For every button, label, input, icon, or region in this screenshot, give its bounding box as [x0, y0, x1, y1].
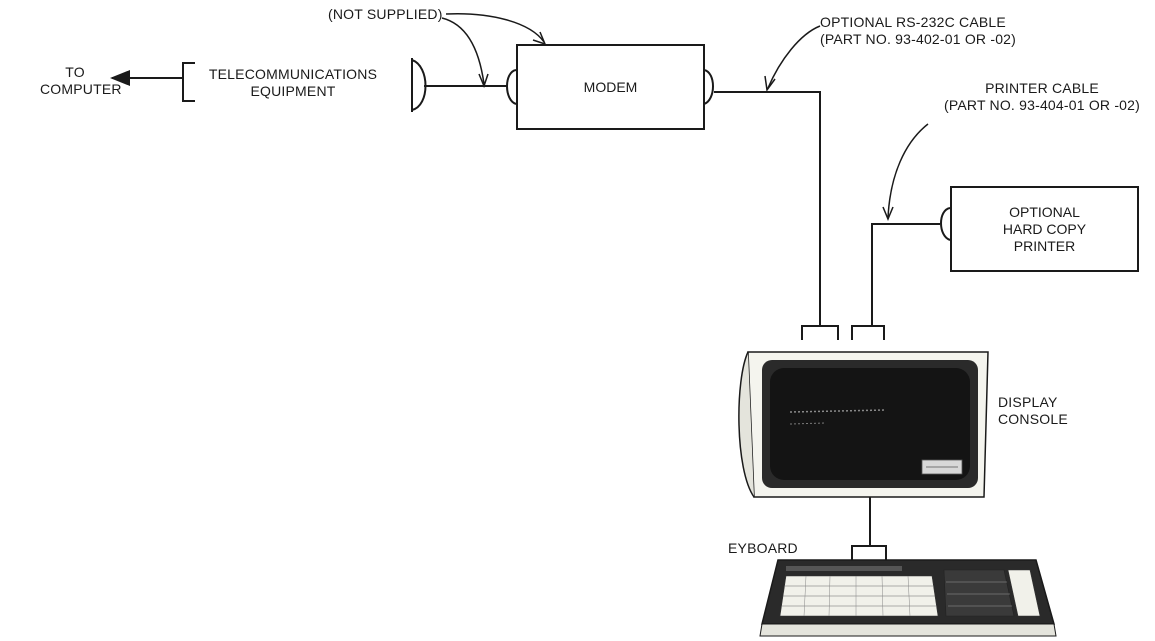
printer-line-2: HARD COPY [1002, 220, 1087, 237]
not-supplied-leader-1 [441, 17, 485, 85]
printer-box: OPTIONAL HARD COPY PRINTER [950, 186, 1139, 272]
printer-cable-label: PRINTER CABLE (PART NO. 93-404-01 OR -02… [927, 80, 1155, 114]
rs232-cable [714, 91, 821, 326]
display-console-label: DISPLAY CONSOLE [998, 394, 1068, 428]
printer-cable-leader [887, 123, 929, 219]
keyboard-icon [759, 559, 1057, 637]
modem-box: MODEM [516, 44, 705, 130]
rs232-line-2: (PART NO. 93-402-01 OR -02) [820, 31, 1017, 47]
printer-line-1: OPTIONAL [1009, 203, 1080, 220]
display-line-1: DISPLAY [998, 394, 1058, 410]
rs232-line-1: OPTIONAL RS-232C CABLE [820, 14, 1006, 30]
telecom-line-2: EQUIPMENT [250, 83, 336, 99]
modem-right-connector [703, 69, 714, 105]
telecom-equipment-label: TELECOMMUNICATIONS EQUIPMENT [188, 66, 398, 100]
keyboard-label: EYBOARD [728, 540, 798, 556]
printer-cable-line-2: (PART NO. 93-404-01 OR -02) [943, 97, 1141, 113]
not-supplied-leader-2 [445, 13, 545, 43]
display-plug-rs232 [801, 325, 839, 340]
to-computer-line-2: COMPUTER [40, 81, 122, 97]
rs232-leader [767, 25, 821, 89]
telecom-line-1: TELECOMMUNICATIONS [208, 66, 378, 82]
printer-cable-line-1: PRINTER CABLE [985, 80, 1099, 96]
display-line-2: CONSOLE [998, 411, 1068, 427]
printer-line-3: PRINTER [1013, 237, 1076, 254]
display-console-icon [738, 351, 989, 498]
printer-cable [871, 223, 940, 326]
telecom-bracket [182, 62, 195, 102]
to-computer-label: TO COMPUTER [40, 64, 122, 98]
printer-label: OPTIONAL HARD COPY PRINTER [1003, 204, 1086, 255]
printer-connector [940, 207, 951, 241]
modem-left-connector [506, 69, 517, 105]
rs232-cable-label: OPTIONAL RS-232C CABLE (PART NO. 93-402-… [820, 14, 1016, 48]
telecom-connector [411, 59, 427, 111]
modem-label: MODEM [583, 78, 638, 95]
to-computer-line-1: TO [65, 64, 85, 80]
display-plug-printer [851, 325, 885, 340]
not-supplied-label: (NOT SUPPLIED) [328, 6, 443, 22]
keyboard-plug [851, 545, 887, 560]
